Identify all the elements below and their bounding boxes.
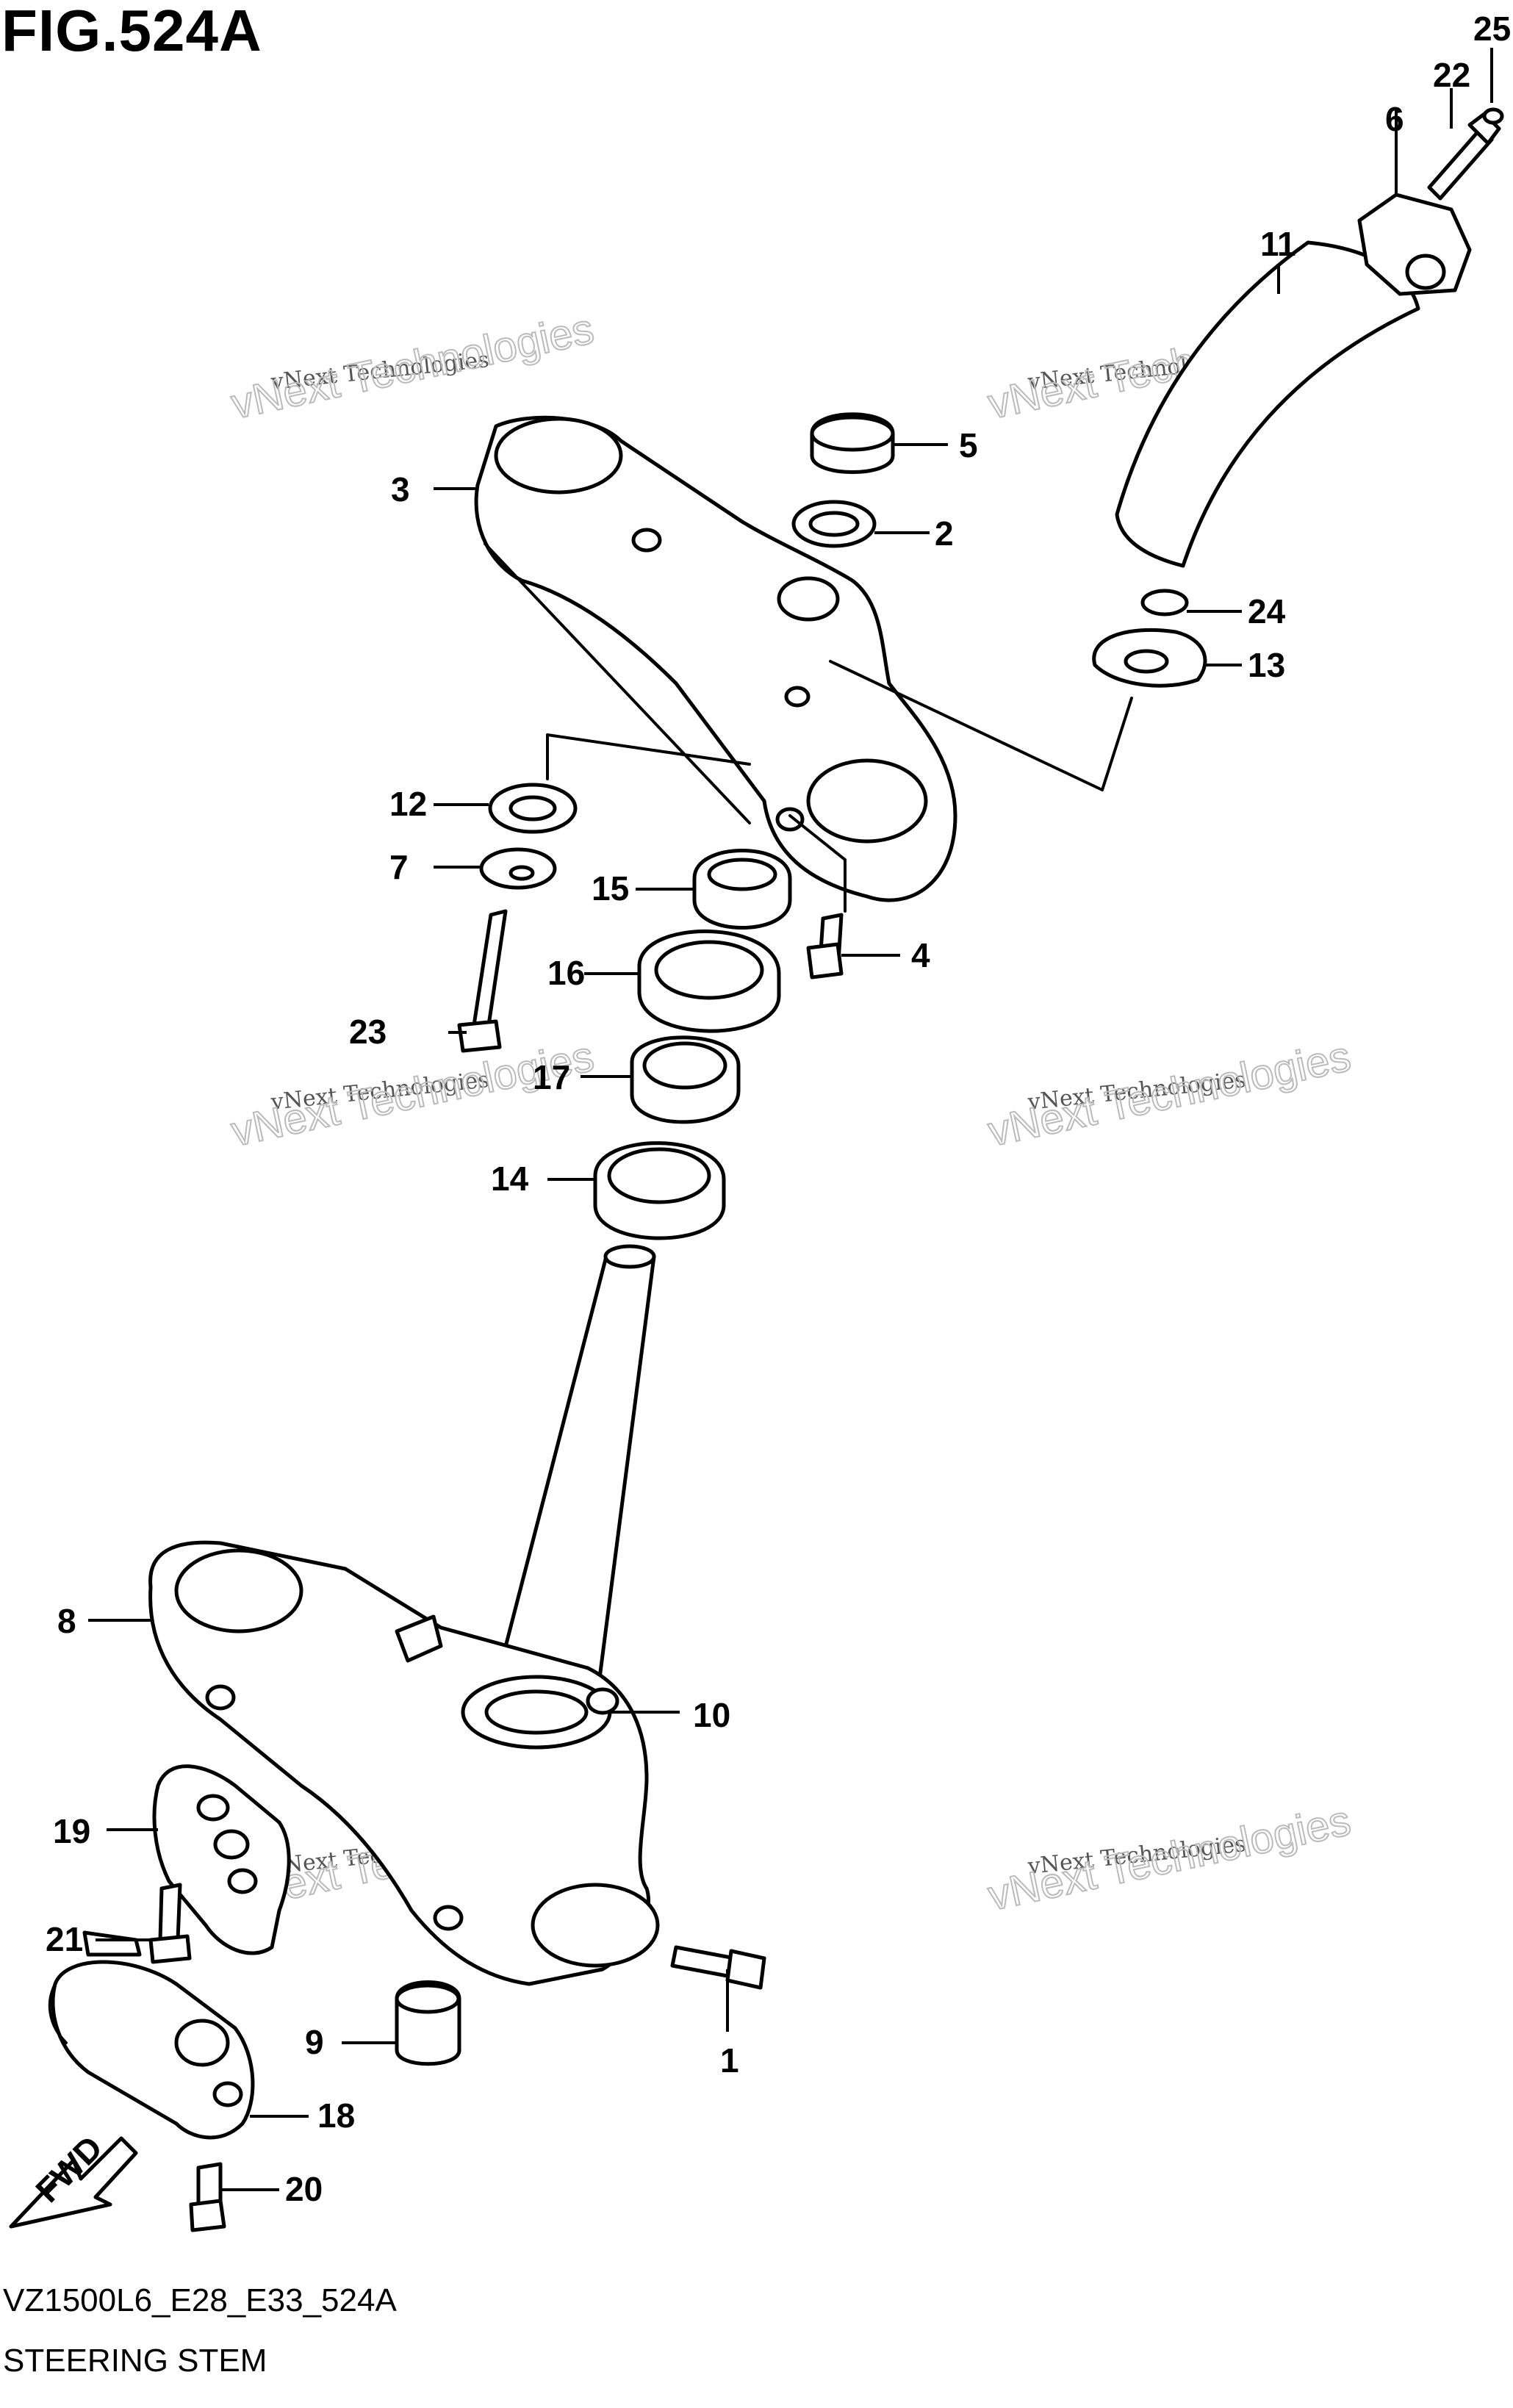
part-9-bushing-top xyxy=(395,1983,461,2014)
callout-3: 3 xyxy=(391,470,410,508)
part-12-seal-hole xyxy=(508,795,557,822)
callout-21: 21 xyxy=(46,1920,83,1958)
watermark-bottom-right: vNext Technologies vNext Technologies xyxy=(983,1796,1355,1921)
part-20-head xyxy=(189,2199,226,2232)
part-19-hole xyxy=(213,1829,250,1860)
part-3-right-bore xyxy=(806,758,928,844)
part-24-washer xyxy=(1140,589,1189,617)
part-15-nut-hole xyxy=(707,858,777,891)
callout-1: 1 xyxy=(720,2041,739,2080)
part-18-key-ring xyxy=(48,1983,68,2044)
callout-16: 16 xyxy=(547,954,585,992)
part-8-hole xyxy=(433,1905,464,1931)
part-3-hole xyxy=(775,807,805,832)
callout-2: 2 xyxy=(935,514,954,553)
stem-top xyxy=(603,1244,656,1269)
callout-7: 7 xyxy=(389,848,409,886)
part-6-hole xyxy=(1405,254,1446,290)
part-3-hole xyxy=(631,528,662,553)
watermark-mid-right: vNext Technologies vNext Technologies xyxy=(983,1032,1355,1157)
part-5-cap-top xyxy=(810,415,895,452)
figure-name: STEERING STEM xyxy=(3,2343,267,2379)
part-25-washer xyxy=(1482,107,1504,125)
steering-stem-shaft xyxy=(486,1254,656,1714)
part-7-washer-hole xyxy=(508,865,535,881)
callout-9: 9 xyxy=(305,2023,324,2061)
part-4-head xyxy=(806,942,844,980)
part-3-hole xyxy=(784,686,811,708)
callout-15: 15 xyxy=(592,869,629,908)
watermark-text: vNext Technologies xyxy=(227,305,597,428)
fwd-arrow: FWD xyxy=(9,2128,138,2229)
callout-12: 12 xyxy=(389,785,427,823)
part-8-left-bore xyxy=(174,1548,303,1634)
callout-25: 25 xyxy=(1473,10,1511,48)
figure-code: VZ1500L6_E28_E33_524A xyxy=(3,2282,397,2318)
callout-19: 19 xyxy=(53,1812,90,1850)
part-17-bearing-hole xyxy=(642,1041,727,1090)
part-23-head xyxy=(457,1019,502,1053)
part-13-hole xyxy=(1124,649,1169,674)
part-21-head xyxy=(148,1934,192,1964)
callout-labels: 1 2 3 4 5 6 7 8 9 10 11 12 13 14 15 16 1… xyxy=(46,10,1511,2208)
part-1-bolt xyxy=(670,1945,737,1979)
part-10-hole xyxy=(586,1687,619,1715)
callout-24: 24 xyxy=(1248,592,1286,630)
callout-18: 18 xyxy=(317,2096,355,2135)
leader-lines xyxy=(88,48,1493,2191)
part-16-seal-hole xyxy=(654,940,764,1000)
part-8-right-bore xyxy=(531,1883,660,1968)
callout-14: 14 xyxy=(491,1160,529,1198)
part-18-hole xyxy=(212,2081,243,2107)
callout-8: 8 xyxy=(57,1602,76,1640)
callout-23: 23 xyxy=(349,1013,387,1051)
watermark-top-left: vNext Technologies vNext Technologies xyxy=(226,304,598,429)
part-18-lock-cylinder xyxy=(174,2019,230,2067)
part-11-cover xyxy=(1115,240,1420,568)
callout-4: 4 xyxy=(911,936,930,974)
callout-11: 11 xyxy=(1260,225,1296,263)
part-19-hole xyxy=(227,1868,258,1894)
part-10-seal-hole xyxy=(484,1689,589,1735)
callout-17: 17 xyxy=(533,1058,570,1096)
part-3-left-bore xyxy=(494,417,623,495)
part-2-washer-hole xyxy=(808,511,860,537)
callout-13: 13 xyxy=(1248,646,1285,684)
figure-title: FIG.524A xyxy=(1,0,262,63)
callout-22: 22 xyxy=(1433,56,1470,94)
part-18-lock-bracket xyxy=(51,1960,255,2140)
part-14-bearing-hole xyxy=(607,1147,711,1204)
callout-10: 10 xyxy=(693,1696,730,1734)
part-3-center-bore xyxy=(777,576,840,622)
callout-20: 20 xyxy=(285,2170,323,2208)
callout-6: 6 xyxy=(1385,100,1404,138)
part-8-lug xyxy=(395,1614,443,1663)
part-21-bolt xyxy=(158,1883,182,1942)
callout-5: 5 xyxy=(959,426,978,464)
part-19-plate xyxy=(152,1764,291,1955)
part-19-hole xyxy=(196,1794,230,1822)
part-18-key xyxy=(82,1930,142,1957)
part-8-hole xyxy=(205,1684,236,1711)
part-1-head xyxy=(725,1949,766,1990)
part-23-bolt xyxy=(472,909,508,1027)
